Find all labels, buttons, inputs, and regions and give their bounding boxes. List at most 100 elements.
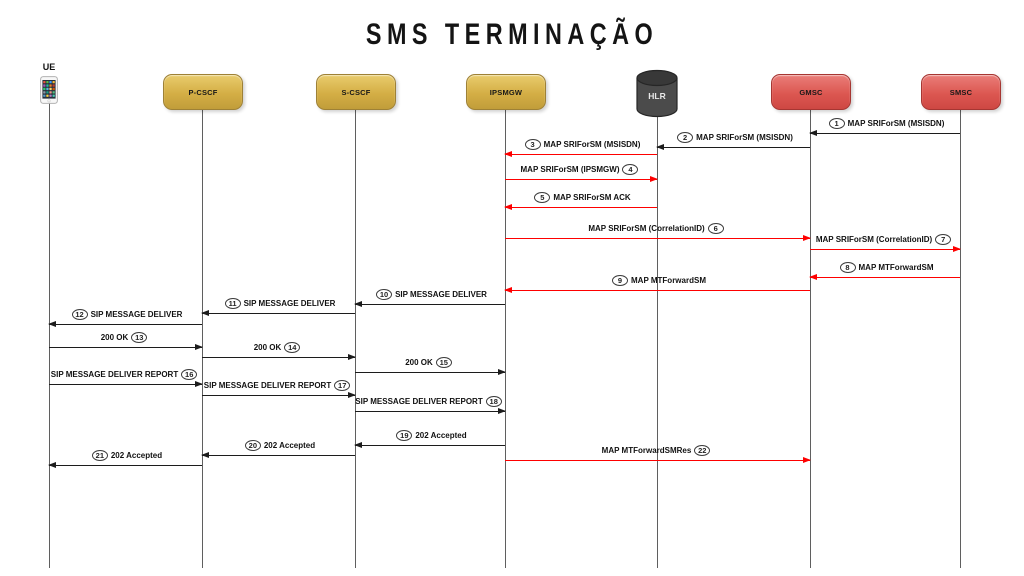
message-number-badge: 10 (376, 289, 393, 301)
message-number-badge: 19 (396, 430, 413, 442)
message-line (202, 313, 355, 314)
actor-pcscf: P-CSCF (163, 74, 243, 110)
message-number-badge: 3 (524, 139, 541, 151)
message-line (202, 455, 355, 456)
message-number-badge: 8 (839, 262, 856, 274)
actor-smsc: SMSC (921, 74, 1001, 110)
message-text: MAP SRIForSM (MSISDN) (847, 119, 945, 128)
arrowhead-left-icon (504, 151, 512, 157)
message-text: MAP MTForwardSMRes (601, 446, 692, 455)
message-text: 202 Accepted (415, 431, 467, 440)
arrowhead-right-icon (650, 176, 658, 182)
lifeline-ue (49, 103, 50, 568)
message-text: 202 Accepted (263, 441, 316, 450)
arrowhead-left-icon (809, 274, 817, 280)
lifeline-smsc (960, 108, 961, 568)
message-label: MAP SRIForSM (IPSMGW)4 (505, 164, 657, 176)
arrowhead-left-icon (201, 452, 209, 458)
message-line (657, 147, 810, 148)
message-text: SIP MESSAGE DELIVER REPORT (50, 370, 179, 379)
lifeline-ipsmgw (505, 108, 506, 568)
message-number-badge: 5 (534, 192, 551, 204)
message-text: SIP MESSAGE DELIVER REPORT (203, 381, 332, 390)
message-text: SIP MESSAGE DELIVER (395, 290, 487, 299)
actor-gmsc: GMSC (771, 74, 851, 110)
message-line (505, 154, 657, 155)
message-line (202, 357, 355, 358)
smartphone-icon (40, 76, 58, 104)
message-label: MAP SRIForSM (CorrelationID)6 (505, 223, 810, 235)
message-line (355, 411, 505, 412)
message-text: SIP MESSAGE DELIVER REPORT (355, 397, 483, 406)
message-line (355, 372, 505, 373)
message-line (505, 238, 810, 239)
message-number-badge: 12 (71, 309, 88, 321)
message-text: MAP SRIForSM ACK (553, 193, 631, 202)
arrowhead-right-icon (195, 381, 203, 387)
message-line (49, 347, 202, 348)
actor-scscf-label: S-CSCF (341, 87, 371, 97)
actor-gmsc-label: GMSC (799, 87, 823, 97)
lifeline-pcscf (202, 108, 203, 568)
arrowhead-left-icon (201, 310, 209, 316)
message-number-badge: 9 (612, 275, 629, 287)
message-text: MAP MTForwardSM (631, 276, 706, 285)
arrowhead-left-icon (354, 442, 362, 448)
message-number-badge: 16 (181, 369, 198, 381)
message-text: 200 OK (253, 343, 282, 352)
actor-ue (40, 76, 58, 109)
arrowhead-left-icon (504, 204, 512, 210)
arrowhead-right-icon (195, 344, 203, 350)
message-number-badge: 7 (935, 234, 952, 246)
actor-ipsmgw: IPSMGW (466, 74, 546, 110)
message-text: MAP MTForwardSM (858, 263, 934, 272)
message-number-badge: 14 (284, 342, 301, 354)
message-line (505, 179, 657, 180)
message-number-badge: 20 (244, 440, 261, 452)
message-text: MAP SRIForSM (MSISDN) (543, 140, 641, 149)
arrowhead-left-icon (809, 130, 817, 136)
message-number-badge: 6 (707, 223, 724, 235)
arrowhead-right-icon (348, 354, 356, 360)
actor-smsc-label: SMSC (949, 87, 973, 97)
message-label: MAP SRIForSM (CorrelationID)7 (810, 234, 960, 246)
arrowhead-right-icon (803, 457, 811, 463)
message-number-badge: 2 (677, 132, 694, 144)
arrowhead-right-icon (498, 408, 506, 414)
message-number-badge: 18 (485, 396, 502, 408)
message-text: SIP MESSAGE DELIVER (243, 299, 336, 308)
message-text: MAP SRIForSM (CorrelationID) (588, 224, 705, 233)
message-text: 202 Accepted (110, 451, 163, 460)
message-number-badge: 1 (828, 118, 845, 130)
message-line (355, 445, 505, 446)
message-number-badge: 11 (224, 298, 241, 310)
message-line (810, 133, 960, 134)
actor-hlr: HLR (632, 68, 682, 125)
lifeline-gmsc (810, 108, 811, 568)
actor-ipsmgw-label: IPSMGW (489, 87, 523, 97)
message-line (355, 304, 505, 305)
arrowhead-left-icon (48, 321, 56, 327)
arrowhead-right-icon (953, 246, 961, 252)
actor-ue-label: UE (42, 62, 56, 72)
message-text: SIP MESSAGE DELIVER (90, 310, 183, 319)
arrowhead-right-icon (803, 235, 811, 241)
diagram-title: SMS TERMINAÇÃO (365, 18, 659, 51)
arrowhead-right-icon (498, 369, 506, 375)
